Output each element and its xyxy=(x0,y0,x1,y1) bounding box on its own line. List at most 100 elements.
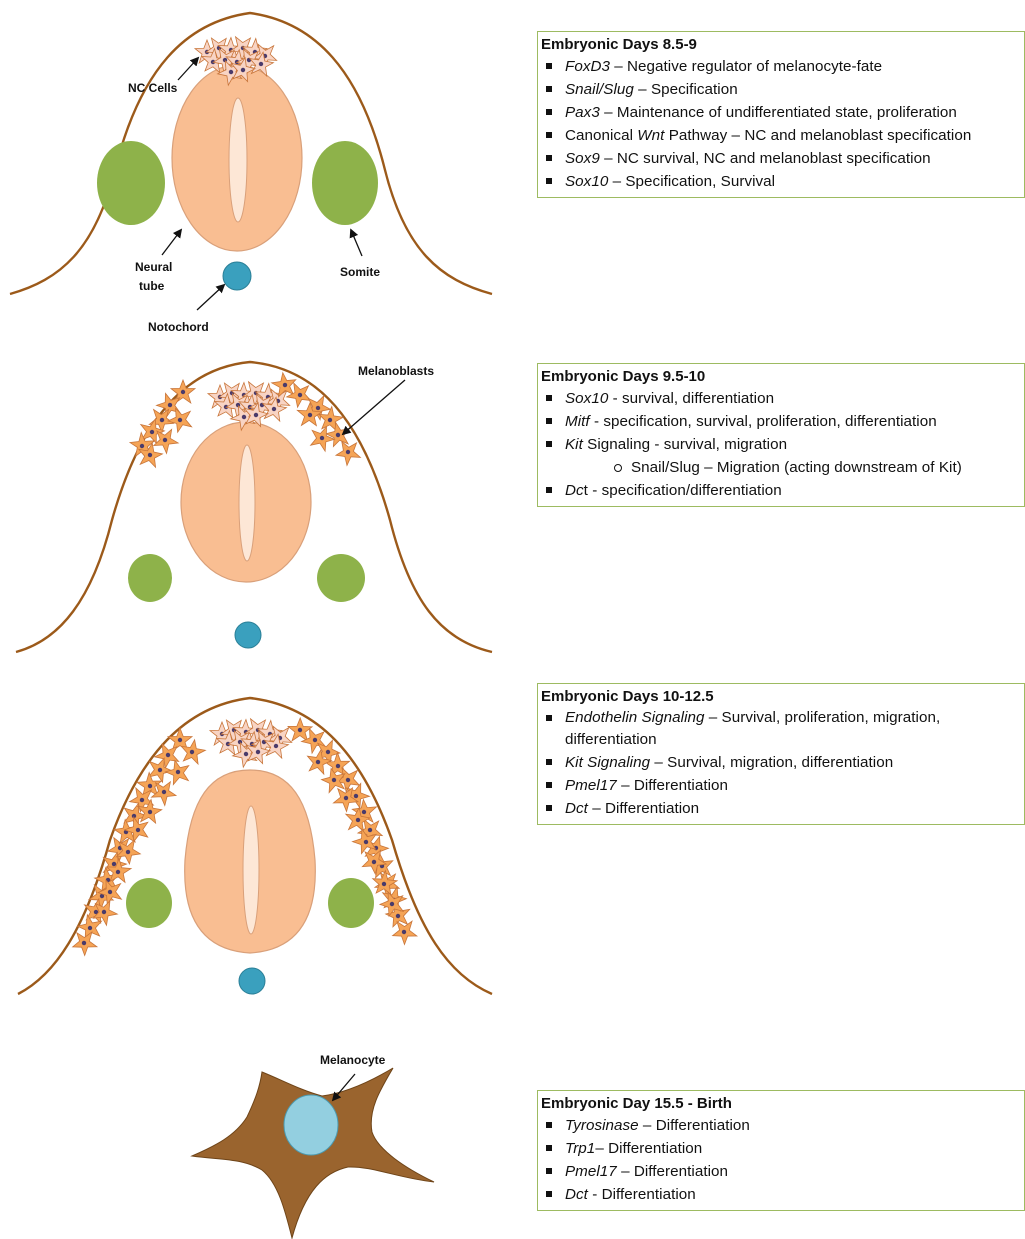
factor-list: FoxD3 – Negative regulator of melanocyte… xyxy=(541,55,1024,193)
factor-role: survival, migration xyxy=(664,436,787,453)
gene-name: Dct xyxy=(565,800,588,817)
gene-name: Pax3 xyxy=(565,104,600,121)
gene-name: Endothelin Signaling xyxy=(565,709,704,726)
embryo-cross-section-3 xyxy=(18,698,492,994)
gene-name: Kit Signaling xyxy=(565,754,650,771)
stage-title: Embryonic Day 15.5 - Birth xyxy=(541,1093,1024,1114)
factor-item: Pmel17 – Differentiation xyxy=(541,1160,1024,1183)
factor-separator: – xyxy=(617,777,634,794)
factor-item: FoxD3 – Negative regulator of melanocyte… xyxy=(541,55,1024,78)
somite-right xyxy=(317,554,365,602)
neural-tube-lumen xyxy=(229,98,247,222)
factor-separator: – xyxy=(639,1117,656,1134)
stage-box-e8-5-9: Embryonic Days 8.5-9 FoxD3 – Negative re… xyxy=(537,31,1025,198)
melanocyte-illustration: Melanocyte xyxy=(192,1053,434,1238)
factor-separator: – xyxy=(617,1163,634,1180)
factor-separator: t - xyxy=(584,482,602,499)
factor-role: Specification, Survival xyxy=(625,173,775,190)
factor-role: survival, differentiation xyxy=(622,390,774,407)
factor-separator: – xyxy=(608,173,625,190)
factor-role: Differentiation xyxy=(605,800,699,817)
neural-tube-arrow xyxy=(162,230,181,255)
factor-role: NC survival, NC and melanoblast specific… xyxy=(617,150,931,167)
factor-item: Dct – Differentiation xyxy=(541,797,1024,820)
factor-role: Differentiation xyxy=(634,777,728,794)
factor-role: specification/differentiation xyxy=(602,482,782,499)
notochord xyxy=(223,262,251,290)
stage-box-e15-5-birth: Embryonic Day 15.5 - Birth Tyrosinase – … xyxy=(537,1090,1025,1211)
nc-cells-label: NC Cells xyxy=(128,81,178,95)
melanocyte-nucleus xyxy=(284,1095,338,1155)
factor-role: Differentiation xyxy=(634,1163,728,1180)
somite-right xyxy=(328,878,374,928)
factor-list: Endothelin Signaling – Survival, prolife… xyxy=(541,707,1024,820)
somite-left xyxy=(97,141,165,225)
gene-name: Pmel17 xyxy=(565,1163,617,1180)
factor-subitem: Snail/Slug – Migration (acting downstrea… xyxy=(541,456,1024,479)
notochord xyxy=(235,622,261,648)
factor-role: Differentiation xyxy=(656,1117,750,1134)
stage-box-e10-12-5: Embryonic Days 10-12.5 Endothelin Signal… xyxy=(537,683,1025,825)
melanoblasts-label: Melanoblasts xyxy=(358,364,434,378)
factor-item: Mitf - specification, survival, prolifer… xyxy=(541,410,1024,433)
gene-name: Sox9 xyxy=(565,150,600,167)
factor-separator: – xyxy=(588,800,605,817)
stage-title: Embryonic Days 8.5-9 xyxy=(541,34,1024,55)
factor-item: Kit Signaling - survival, migration xyxy=(541,433,1024,456)
factor-role: Negative regulator of melanocyte-fate xyxy=(627,58,882,75)
factor-role: Snail/Slug – Migration (acting downstrea… xyxy=(631,459,962,476)
gene-name: Sox10 xyxy=(565,390,608,407)
nc-cell-cluster xyxy=(210,713,293,770)
factor-separator: – xyxy=(634,81,651,98)
factor-item: Sox10 – Specification, Survival xyxy=(541,170,1024,193)
notochord xyxy=(239,968,265,994)
factor-separator: – xyxy=(650,754,667,771)
factor-separator: – xyxy=(704,709,721,726)
factor-item: Dct - Differentiation xyxy=(541,1183,1024,1206)
neural-tube-lumen xyxy=(239,445,255,561)
factor-role: Differentiation xyxy=(602,1186,696,1203)
factor-role: Survival, migration, differentiation xyxy=(667,754,893,771)
factor-separator: Pathway – xyxy=(664,127,744,144)
nc-cells-arrow xyxy=(178,58,198,80)
gene-name: Mitf xyxy=(565,413,590,430)
neural-tube-label-line1: Neural xyxy=(135,260,172,274)
factor-role: Specification xyxy=(651,81,738,98)
factor-item: Pax3 – Maintenance of undifferentiated s… xyxy=(541,101,1024,124)
gene-name: FoxD3 xyxy=(565,58,610,75)
factor-prefix: Canonical xyxy=(565,127,637,144)
factor-item: Sox9 – NC survival, NC and melanoblast s… xyxy=(541,147,1024,170)
neural-tube-label-line2: tube xyxy=(139,279,165,293)
gene-name: Sox10 xyxy=(565,173,608,190)
gene-name: Dc xyxy=(565,482,584,499)
factor-separator: - xyxy=(590,413,604,430)
factor-role: Differentiation xyxy=(608,1140,702,1157)
notochord-label: Notochord xyxy=(148,320,209,334)
neural-tube-lumen xyxy=(243,806,259,934)
gene-name: Trp1 xyxy=(565,1140,595,1157)
notochord-arrow xyxy=(197,285,224,310)
stage-title: Embryonic Days 9.5-10 xyxy=(541,366,1024,387)
factor-item: Pmel17 – Differentiation xyxy=(541,774,1024,797)
melanocyte-label: Melanocyte xyxy=(320,1053,386,1067)
factor-item: Snail/Slug – Specification xyxy=(541,78,1024,101)
somite-right xyxy=(312,141,378,225)
embryo-cross-section-1: NC Cells Neural tube Somite Notochord xyxy=(10,13,492,334)
factor-item: Dct - specification/differentiation xyxy=(541,479,1024,502)
factor-separator: – xyxy=(595,1140,608,1157)
factor-item: Trp1– Differentiation xyxy=(541,1137,1024,1160)
gene-name: Tyrosinase xyxy=(565,1117,639,1134)
somite-left xyxy=(128,554,172,602)
factor-item: Canonical Wnt Pathway – NC and melanobla… xyxy=(541,124,1024,147)
melanoblasts-arrow xyxy=(343,380,405,434)
embryo-cross-section-2: Melanoblasts xyxy=(16,362,492,652)
somite-left xyxy=(126,878,172,928)
stage-box-e9-5-10: Embryonic Days 9.5-10 Sox10 - survival, … xyxy=(537,363,1025,507)
factor-separator: – xyxy=(600,104,617,121)
somite-arrow xyxy=(351,230,362,256)
factor-separator: - xyxy=(608,390,622,407)
stage-title: Embryonic Days 10-12.5 xyxy=(541,686,1024,707)
melanoblast xyxy=(288,718,312,741)
